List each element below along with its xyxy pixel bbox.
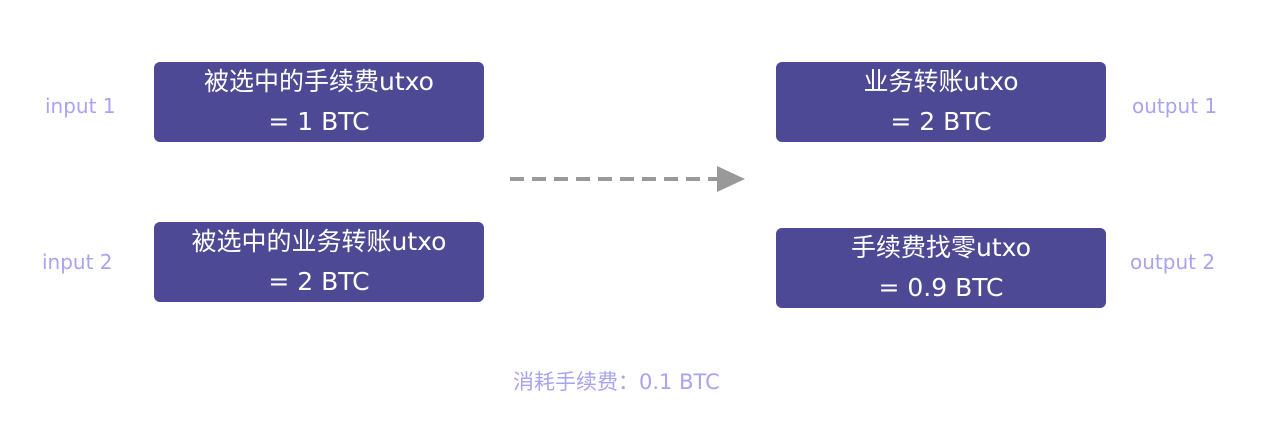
input-2-line2: = 2 BTC (268, 267, 370, 296)
flow-arrow-icon (510, 166, 745, 192)
input-2-box: 被选中的业务转账utxo = 2 BTC (154, 222, 484, 302)
arrow-head (717, 166, 745, 192)
output-1-label: output 1 (1132, 94, 1218, 118)
output-2-box: 手续费找零utxo = 0.9 BTC (776, 228, 1106, 308)
output-1-box: 业务转账utxo = 2 BTC (776, 62, 1106, 142)
fee-note: 消耗手续费：0.1 BTC (513, 370, 720, 394)
output-1-line2: = 2 BTC (890, 107, 992, 136)
input-1-line1: 被选中的手续费utxo (204, 67, 434, 96)
output-2-line1: 手续费找零utxo (851, 233, 1031, 262)
input-2-label: input 2 (42, 250, 113, 274)
input-2-line1: 被选中的业务转账utxo (191, 227, 447, 256)
output-2-line2: = 0.9 BTC (878, 273, 1004, 302)
input-1-line2: = 1 BTC (268, 107, 370, 136)
output-1-line1: 业务转账utxo (863, 67, 1019, 96)
output-2-label: output 2 (1130, 250, 1216, 274)
input-1-label: input 1 (45, 94, 116, 118)
input-1-box: 被选中的手续费utxo = 1 BTC (154, 62, 484, 142)
